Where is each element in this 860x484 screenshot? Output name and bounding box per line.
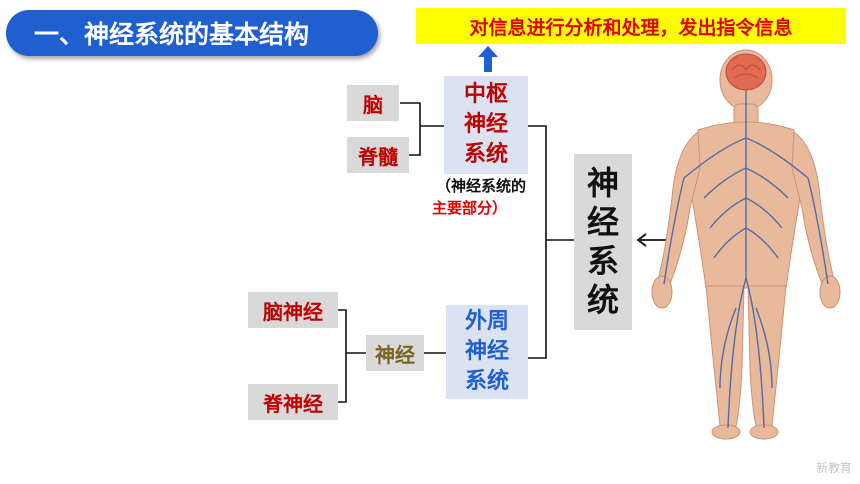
nervous-system-box: 神 经 系 统 xyxy=(574,154,632,330)
left-arrow-icon xyxy=(636,233,668,247)
central-note: （神经系统的 主要部分） xyxy=(432,176,552,220)
page-title: 一、神经系统的基本结构 xyxy=(6,10,378,56)
central-nervous-system-box: 中枢 神经 系统 xyxy=(444,76,528,174)
watermark: 新教育 xyxy=(815,461,852,475)
central-line-2: 神经 xyxy=(463,112,508,138)
root-char-3: 系 xyxy=(586,242,619,280)
central-note-close: 主要部分） xyxy=(432,198,508,217)
brain-box: 脑 xyxy=(347,85,399,121)
peripheral-nervous-system-box: 外周 神经 系统 xyxy=(446,305,528,399)
spinal-cord-label: 脊髓 xyxy=(358,144,398,169)
brain-label: 脑 xyxy=(363,92,383,117)
peripheral-line-3: 系统 xyxy=(464,368,509,394)
root-char-2: 经 xyxy=(586,202,619,241)
cranial-nerves-box: 脑神经 xyxy=(248,292,338,328)
up-arrow-icon xyxy=(478,46,498,72)
central-line-1: 中枢 xyxy=(463,82,508,108)
human-nervous-system-figure xyxy=(651,49,841,440)
root-char-4: 统 xyxy=(586,281,619,320)
function-banner: 对信息进行分析和处理，发出指令信息 xyxy=(416,8,846,44)
page-title-text: 一、神经系统的基本结构 xyxy=(34,20,310,49)
central-note-open: （神经系统的 xyxy=(436,177,527,195)
peripheral-line-2: 神经 xyxy=(464,339,509,365)
central-line-3: 系统 xyxy=(463,141,508,167)
nerve-box: 神经 xyxy=(366,335,424,371)
function-banner-text: 对信息进行分析和处理，发出指令信息 xyxy=(469,16,793,39)
spinal-nerves-label: 脊神经 xyxy=(263,391,323,416)
spinal-nerves-box: 脊神经 xyxy=(248,384,338,420)
root-char-1: 神 xyxy=(586,163,619,202)
cranial-nerves-label: 脑神经 xyxy=(263,299,323,324)
nerve-label: 神经 xyxy=(375,342,415,367)
peripheral-line-1: 外周 xyxy=(464,309,509,335)
spinal-cord-box: 脊髓 xyxy=(347,137,409,173)
